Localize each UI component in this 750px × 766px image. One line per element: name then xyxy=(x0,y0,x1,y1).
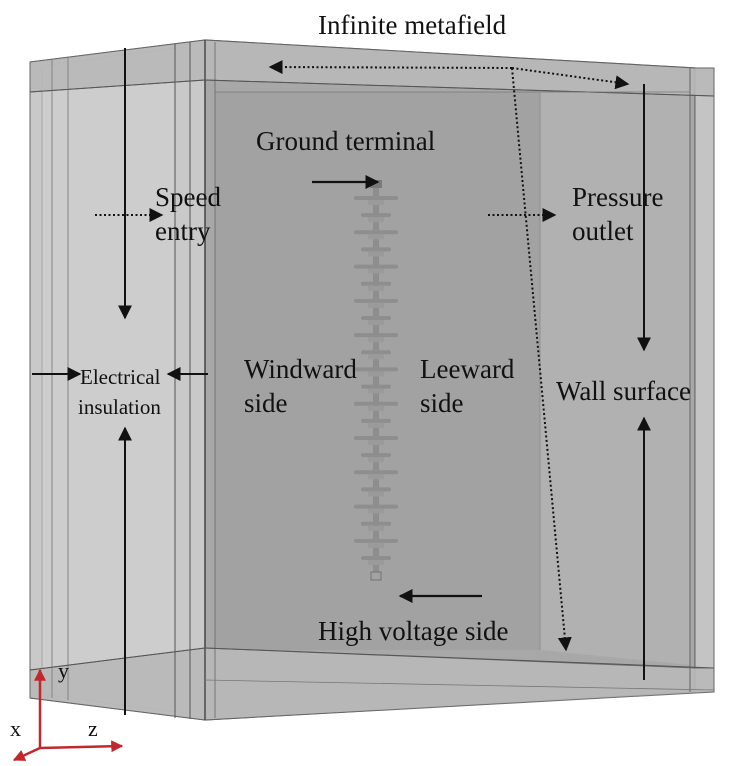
insulator-shed-skirt xyxy=(368,285,384,291)
insulator-shed-skirt xyxy=(368,200,384,205)
right-side-face xyxy=(694,67,715,693)
insulator-shed xyxy=(361,487,391,492)
insulator-shed xyxy=(361,350,391,355)
insulator-shed xyxy=(354,401,398,406)
insulator-shed-skirt xyxy=(368,457,384,463)
insulator-shed-skirt xyxy=(368,217,384,223)
insulator-shed xyxy=(354,367,398,372)
insulator-shed xyxy=(361,316,391,320)
y-axis-label: y xyxy=(58,658,69,683)
insulator-shed xyxy=(361,247,391,252)
x-axis-arrow xyxy=(12,746,41,762)
z-axis-label: z xyxy=(88,716,98,741)
insulator-shed-skirt xyxy=(368,474,384,480)
ground-terminal-label: Ground terminal xyxy=(256,126,435,156)
infinite-metafield-label: Infinite metafield xyxy=(318,10,507,40)
metafield-arrow-down xyxy=(511,67,572,652)
windward-side-label-line1: Windward xyxy=(244,354,357,384)
edge-line xyxy=(204,79,715,97)
x-axis-label: x xyxy=(10,716,21,741)
insulator-shed xyxy=(354,196,398,200)
insulator-shed xyxy=(354,333,398,338)
edge-line xyxy=(204,679,715,691)
insulator-shed-skirt xyxy=(368,508,384,514)
labels: Infinite metafield Ground terminal Speed… xyxy=(78,10,691,646)
insulator-shed xyxy=(354,230,398,235)
insulator-bottom-fitting xyxy=(370,571,382,581)
insulator-shed-skirt xyxy=(368,234,384,240)
edge-line xyxy=(204,647,715,669)
insulator-shed xyxy=(354,504,398,509)
insulator-shed xyxy=(354,436,398,440)
leeward-side-label-line2: side xyxy=(420,388,464,418)
insulator-shed-skirt xyxy=(368,405,384,411)
electrical-insulation-label-line1: Electrical xyxy=(80,365,161,389)
edge-line xyxy=(29,79,206,93)
domain-box xyxy=(29,39,715,721)
electrical-insulation-label-line2: insulation xyxy=(78,395,161,419)
speed-entry-label-line1: Speed xyxy=(155,182,221,212)
speed-entry-label-line2: entry xyxy=(155,216,211,246)
insulator-shed xyxy=(354,538,398,543)
insulator-shed xyxy=(361,556,391,560)
insulator-shed xyxy=(361,418,391,423)
high-voltage-side-label: High voltage side xyxy=(318,616,508,646)
inner-right-panel xyxy=(540,92,690,665)
z-axis-arrow xyxy=(39,740,124,753)
pressure-outlet-label-line2: outlet xyxy=(572,216,634,246)
insulator-shed-skirt xyxy=(368,251,384,257)
insulator-string xyxy=(354,180,398,581)
insulator-shed-skirt xyxy=(368,354,384,360)
insulator-shed-skirt xyxy=(368,268,384,274)
insulator-rod xyxy=(373,186,379,572)
arrows xyxy=(32,48,651,715)
insulator-shed-skirt xyxy=(368,491,384,497)
metafield-arrow-right xyxy=(511,67,630,90)
insulator-shed-skirt xyxy=(368,422,384,428)
pressure-outlet-label-line1: Pressure xyxy=(572,182,663,212)
insulator-shed xyxy=(361,213,391,218)
insulator-shed-skirt xyxy=(368,337,384,343)
edge-line xyxy=(29,647,206,671)
leeward-side-label-line1: Leeward xyxy=(420,354,515,384)
insulator-shed xyxy=(354,470,398,475)
insulator-shed xyxy=(354,264,398,269)
windward-side-label-line2: side xyxy=(244,388,288,418)
insulator-shed-skirt xyxy=(368,302,384,308)
insulator-shed xyxy=(361,281,391,286)
insulator-shed-skirt xyxy=(368,388,384,394)
insulator-shed xyxy=(361,521,391,526)
insulator-shed xyxy=(361,384,391,389)
insulator-shed-skirt xyxy=(368,320,384,325)
wall-surface-label: Wall surface xyxy=(556,376,691,406)
insulator-shed-skirt xyxy=(368,525,384,531)
insulator-shed xyxy=(354,298,398,303)
insulator-shed-skirt xyxy=(368,542,384,548)
insulator-shed-skirt xyxy=(368,440,384,445)
insulator-shed xyxy=(361,453,391,458)
insulator-shed-skirt xyxy=(368,560,384,565)
axis-triad: y z x xyxy=(10,658,124,762)
insulator-shed-skirt xyxy=(368,371,384,377)
